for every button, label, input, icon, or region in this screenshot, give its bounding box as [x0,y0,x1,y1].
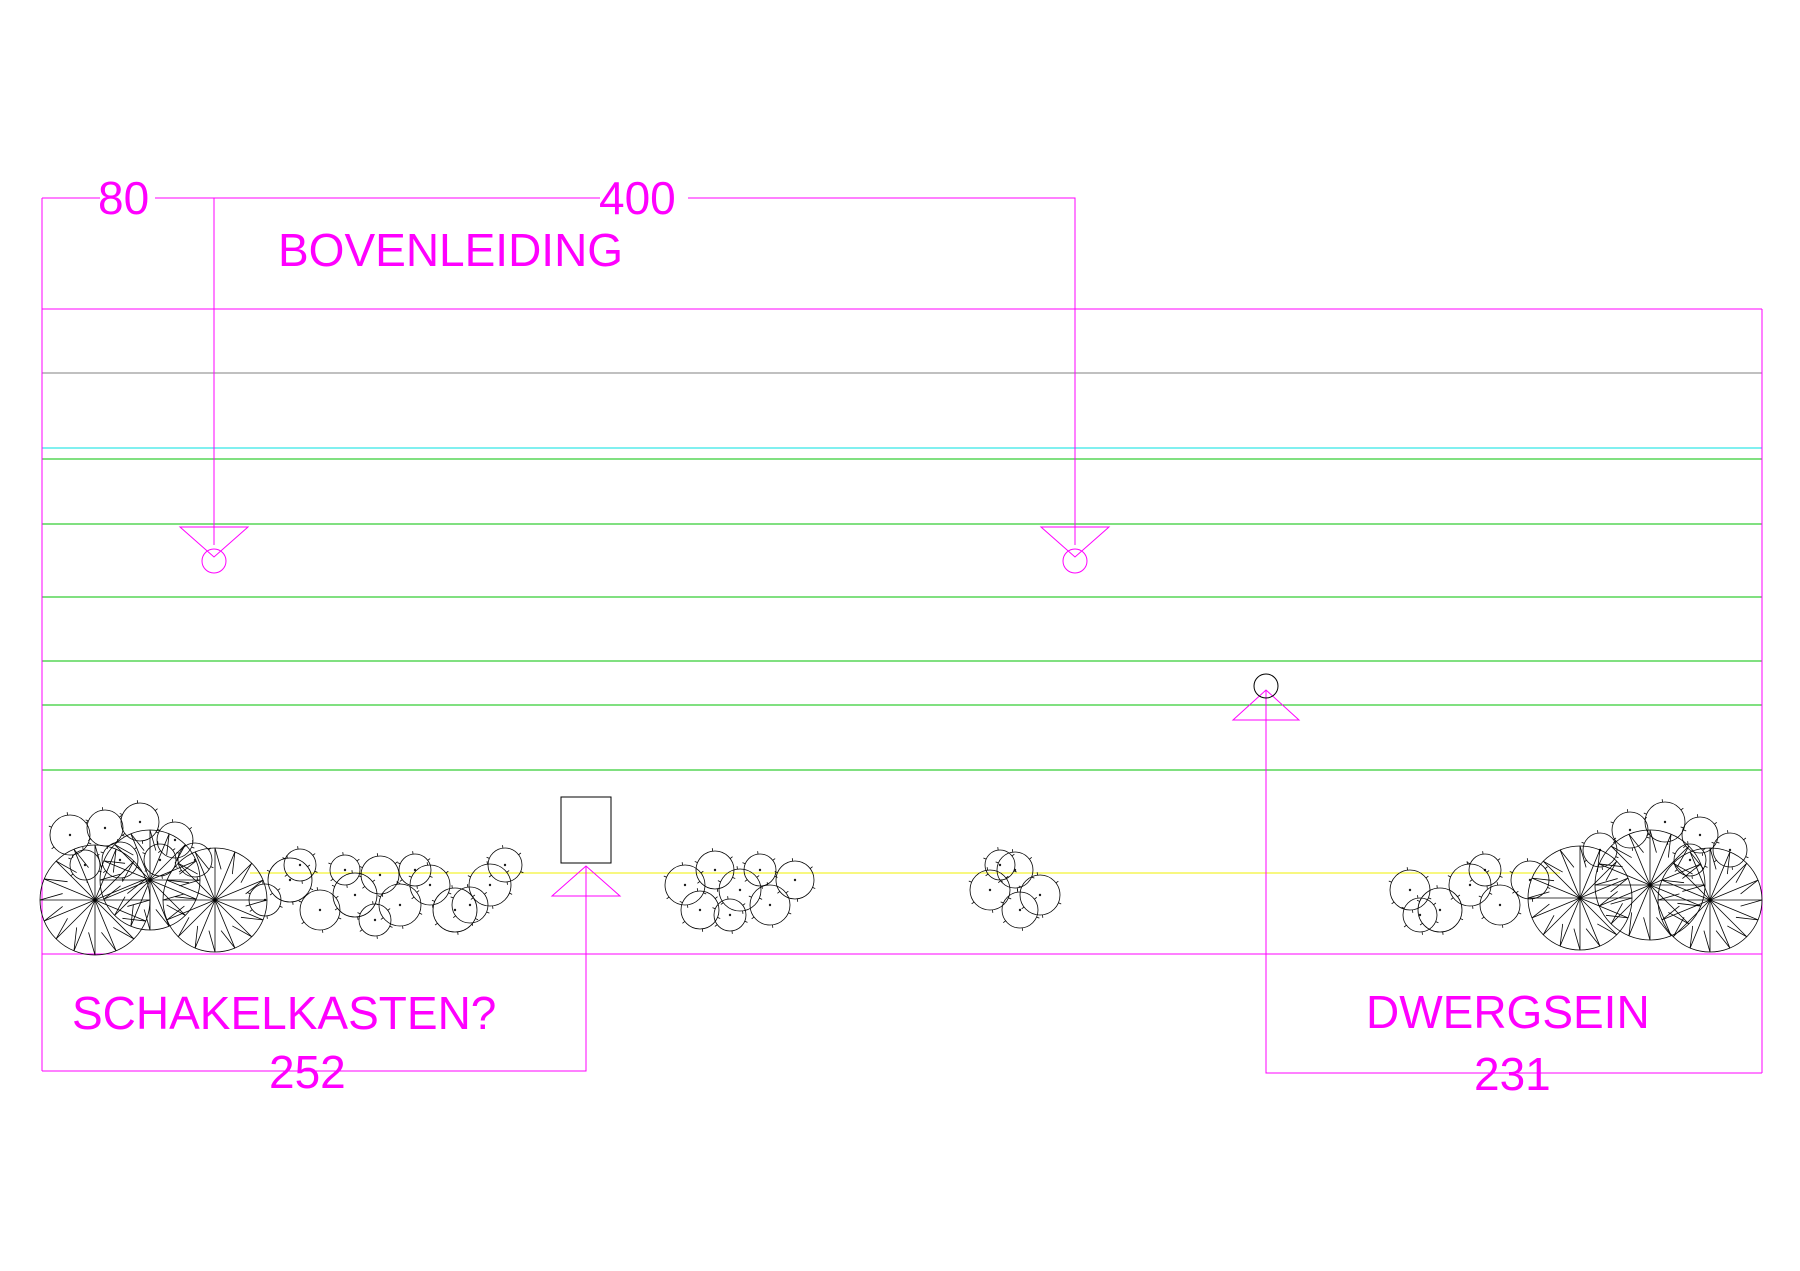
shrub-icon [486,845,524,885]
shrub-icon [1447,861,1493,909]
tree-icon [1527,845,1633,951]
tree-icon [1594,829,1706,941]
shrub-icon [247,881,283,919]
shrub-icon [694,848,736,892]
dimension-label-400: 400 [599,172,676,224]
shrub-icon [1581,830,1619,870]
shrub-icon [85,807,125,849]
shrub-icon [357,901,393,939]
leader-252 [42,866,587,1072]
shrub-icon [1000,889,1040,931]
tree-icon [39,844,151,956]
shrub-icon [1509,858,1551,902]
shrub-icon [995,849,1035,891]
dimension-lines [42,197,1762,1074]
shrub-icon [100,839,140,881]
dimension-label-80: 80 [98,172,149,224]
shrub-icon [679,888,721,932]
horizontal-lines [42,308,1762,955]
leader-231 [1265,690,1762,1074]
shrub-icon [1711,830,1749,870]
shrub-icon [467,861,513,909]
shrub-icon [1478,882,1522,928]
shrub-icon [983,847,1017,883]
tree-icon [1657,847,1763,953]
shrub-icon [377,881,423,929]
shrub-icon [748,882,792,928]
tree-icon [99,829,201,931]
dwergsein-signal-icon [1253,673,1279,699]
shrub-icon [968,867,1012,913]
shrub-icon [68,847,102,883]
shrub-icon [1416,885,1464,935]
tree-icon [162,847,268,953]
bovenleiding-label: BOVENLEIDING [278,224,623,276]
shrub-icon [359,853,401,897]
shrub-icon [1401,895,1439,935]
shrub-icon [266,855,314,905]
shrub-icon [298,887,342,933]
shrub-icon [331,870,379,920]
shrub-icon [1018,872,1062,918]
catenary-circle-2 [1062,548,1088,574]
dimension-label-231: 231 [1474,1048,1551,1100]
dwergsein-label: DWERGSEIN [1366,986,1650,1038]
shrub-icon [176,840,214,880]
shrub-icon [450,884,490,926]
vegetation [39,799,1763,956]
shrub-icon [1643,799,1687,845]
top-dimension-line-c [688,197,1076,545]
shrub-icon [1467,851,1503,889]
catenary-circle-1 [201,548,227,574]
dimension-label-252: 252 [269,1046,346,1098]
shrub-icon [119,800,161,844]
shrub-icon [328,852,362,888]
frame [41,198,1763,1073]
shrub-icon [663,862,707,908]
shrub-icon [1680,814,1720,856]
shrub-icon [774,858,816,902]
catenary-triangle-2 [1039,526,1111,558]
shrub-icon [282,846,318,884]
shrub-icon [1610,809,1650,851]
shrub-icon [142,841,178,879]
shrub-icon [431,885,479,935]
shrub-icon [155,819,195,861]
shrub-icon [1672,841,1708,879]
catenary-triangle-1 [178,526,250,558]
shrub-icon [1388,867,1432,913]
schakelkasten-label: SCHAKELKASTEN? [72,987,496,1039]
schakelkast-box-icon [560,796,612,864]
shrub-icon [397,851,433,889]
shrub-icon [712,896,748,934]
shrub-icon [742,851,778,889]
shrub-icon [717,866,763,914]
